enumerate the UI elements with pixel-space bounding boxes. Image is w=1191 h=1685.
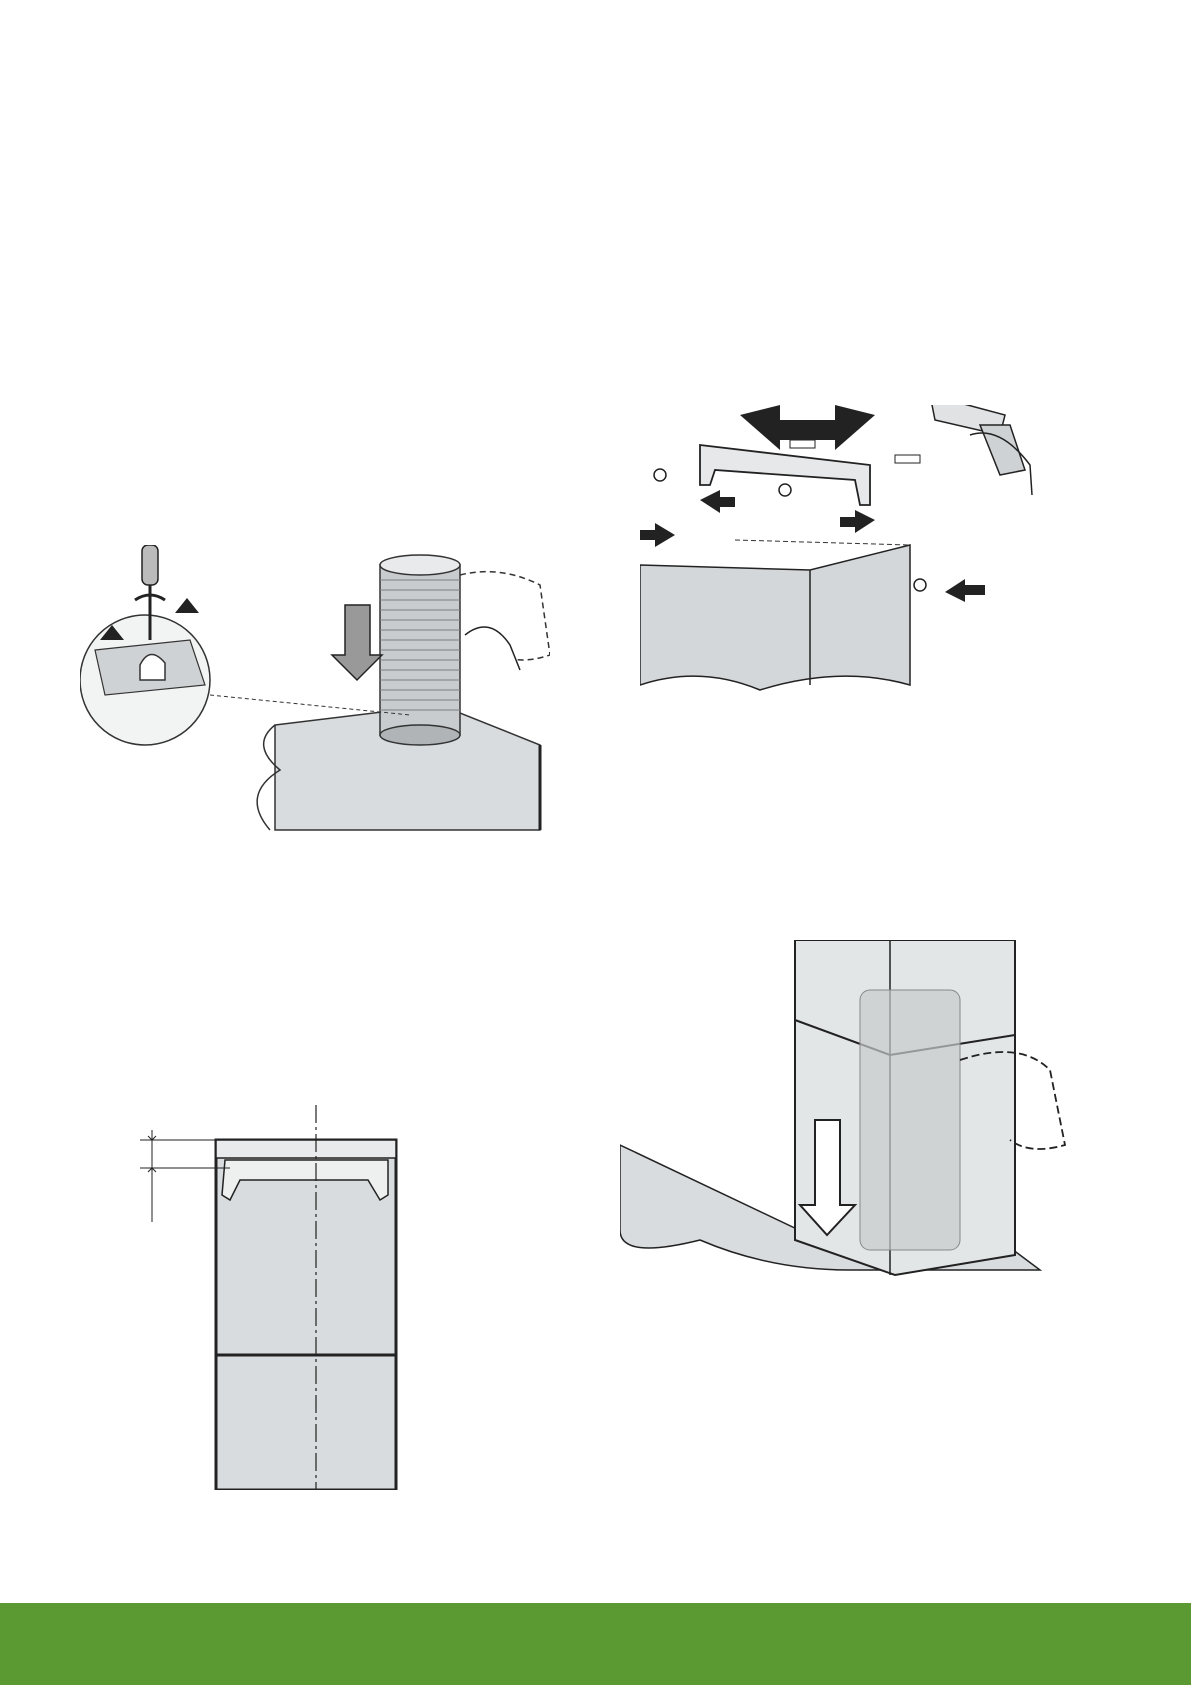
hand-icon [465, 627, 520, 670]
down-arrow-icon [332, 605, 382, 680]
chimney-cover-illustration [620, 940, 1120, 1335]
plan-view-figure [130, 1100, 430, 1490]
bracket-fixing-figure [640, 405, 1120, 735]
chimney-cover-figure [620, 940, 1120, 1335]
footer-bar [0, 1603, 1191, 1685]
drill-icon [885, 405, 1032, 495]
duct-installation-figure [80, 545, 550, 835]
bracket-fixing-illustration [640, 405, 1120, 735]
plan-view-illustration [130, 1100, 430, 1490]
duct-installation-illustration [80, 545, 550, 835]
